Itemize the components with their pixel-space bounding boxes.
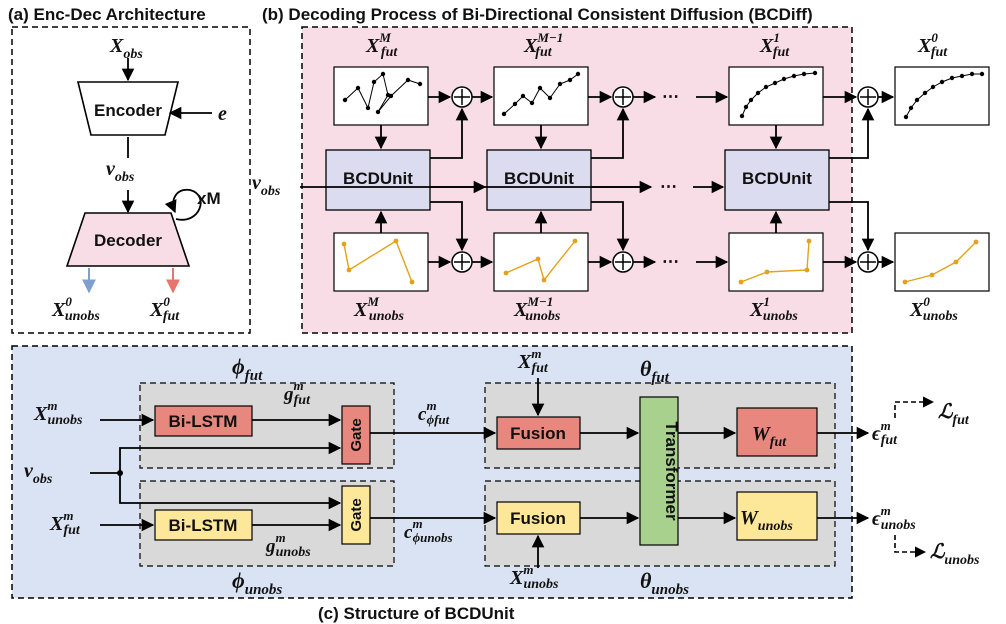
panel-c: (c) Structure of BCDUnit ϕfut ϕunobs θfu… <box>11 345 980 623</box>
bilstm-unobs-label: Bi-LSTM <box>169 516 238 535</box>
panel-a-frame <box>11 26 251 334</box>
unit1-out-top <box>430 107 469 159</box>
ellipsis-top: ⋯ <box>662 87 679 106</box>
transformer-label: Transformer <box>662 421 681 521</box>
plus-bot-3 <box>857 251 879 273</box>
bilstm-fut-label: Bi-LSTM <box>169 412 238 431</box>
w-fut-label: Wfut <box>752 423 787 450</box>
bcdunit-3 <box>724 149 830 211</box>
encoder-box <box>76 81 180 136</box>
traj-bottom-1 <box>728 232 824 292</box>
gate-unobs-label: Gate <box>348 498 365 531</box>
traj-top-0 <box>894 66 990 126</box>
arrow-eps-loss-fut <box>894 396 935 418</box>
traj-bottom-m <box>333 232 429 292</box>
decoder-loop-arrow <box>164 188 202 221</box>
bilstm-fut-box <box>154 405 253 437</box>
unit3-out-bottom <box>829 201 875 252</box>
unit2-out-bottom <box>591 201 630 252</box>
enc-input-label: Xobs <box>109 35 143 62</box>
decoder-label: Decoder <box>94 231 162 250</box>
traj-bottom-0 <box>894 232 990 292</box>
c-vobs-label: vobs <box>24 460 53 487</box>
arrow-eps-loss-unobs <box>894 535 927 558</box>
traj-bottom-m-1 <box>493 232 589 292</box>
vobs-label-b: vobs <box>252 172 281 199</box>
fusion-fut-label: Fusion <box>510 424 566 443</box>
w-fut-box <box>736 407 818 457</box>
unit2-out-top <box>591 107 630 159</box>
vobs-label-a: vobs <box>106 158 135 185</box>
fusion-unobs-box <box>496 501 581 535</box>
plus-bot-1 <box>451 251 473 273</box>
gate-fut-label: Gate <box>348 418 365 451</box>
bcdunit-3-label: BCDUnit <box>742 169 812 188</box>
phi-fut-label: ϕfut <box>232 354 263 384</box>
traj-top-m-1 <box>493 66 589 126</box>
panel-a: (a) Enc-Dec Architecture Xobs Encoder e … <box>8 5 251 334</box>
plus-top-2 <box>612 86 634 108</box>
traj-top-m <box>333 66 429 126</box>
theta-unobs-label: θunobs <box>640 568 689 598</box>
fusion-fut-box <box>496 416 581 450</box>
bcdunit-1-label: BCDUnit <box>343 169 413 188</box>
ellipsis-mid: ⋯ <box>660 177 677 196</box>
panel-b-title: (b) Decoding Process of Bi-Directional C… <box>262 5 813 24</box>
unit3-out-top <box>829 107 875 159</box>
theta-fut-label: θfut <box>640 356 670 386</box>
bcdunit-2-label: BCDUnit <box>504 169 574 188</box>
fusion-unobs-label: Fusion <box>510 509 566 528</box>
gate-fut-box <box>341 405 371 465</box>
loss-fut-label: ℒfut <box>938 401 970 428</box>
ellipsis-bottom: ⋯ <box>662 252 679 271</box>
bcdunit-1 <box>325 149 431 211</box>
w-unobs-box <box>736 491 818 541</box>
traj-top-1 <box>728 66 824 126</box>
vobs-to-gate-unobs <box>119 473 342 510</box>
gate-unobs-box <box>341 485 371 545</box>
plus-top-1 <box>451 86 473 108</box>
plus-top-3 <box>857 86 879 108</box>
bcdunit-2 <box>486 149 592 211</box>
panel-c-title: (c) Structure of BCDUnit <box>318 604 515 623</box>
e-label: e <box>218 103 227 125</box>
phi-unobs-label: ϕunobs <box>232 568 282 598</box>
plus-bot-2 <box>612 251 634 273</box>
panel-a-title: (a) Enc-Dec Architecture <box>8 5 206 24</box>
loss-unobs-label: ℒunobs <box>930 541 980 568</box>
panel-b: (b) Decoding Process of Bi-Directional C… <box>252 5 990 334</box>
encoder-label: Encoder <box>94 101 162 120</box>
decoder-box <box>65 212 191 267</box>
vobs-to-gate-fut <box>119 441 342 473</box>
unit1-out-bottom <box>430 201 469 252</box>
transformer-box <box>639 396 679 546</box>
w-unobs-label: Wunobs <box>740 507 793 534</box>
repeat-label: xM <box>197 189 221 208</box>
